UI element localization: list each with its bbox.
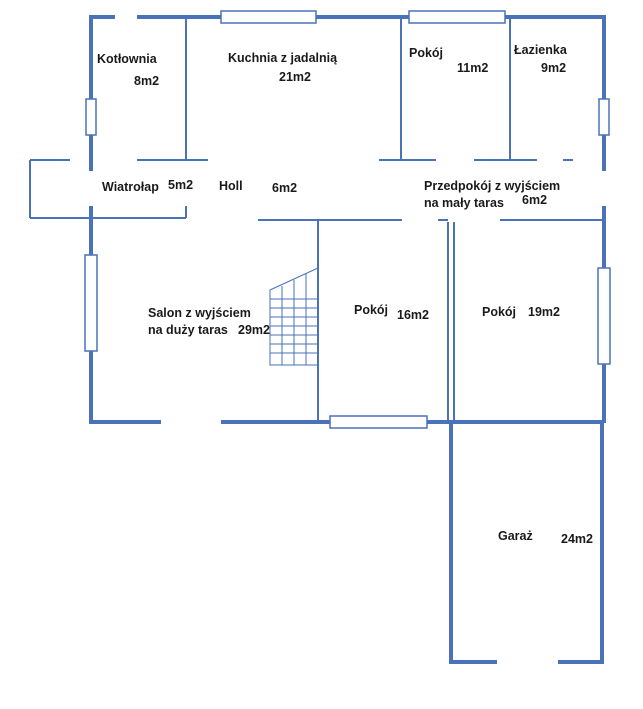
room-name-pokoj-right: Pokój [482,305,516,319]
window-top-kitchen [220,10,317,24]
room-area-pokoj-right: 19m2 [528,305,560,319]
walls [29,15,606,664]
window-right-upper [598,98,610,136]
room-area-holl: 6m2 [272,181,297,195]
room-area-pokoj-mid: 16m2 [397,308,429,322]
room-area-kotlownia: 8m2 [134,74,159,88]
room-name-wiatrolap: Wiatrołap [102,180,159,194]
room-area-salon: 29m2 [238,323,270,337]
room-area-wiatrolap: 5m2 [168,178,193,192]
room-labels: Kotłownia 8m2 Kuchnia z jadalnią 21m2 Po… [97,43,593,546]
room-name-salon-line1: Salon z wyjściem [148,306,251,320]
room-name-garaz: Garaż [498,529,533,543]
room-area-garaz: 24m2 [561,532,593,546]
room-name-kotlownia: Kotłownia [97,52,158,66]
windows [84,10,611,429]
room-name-holl: Holl [219,179,243,193]
room-name-przedpokoj-line1: Przedpokój z wyjściem [424,179,560,193]
window-right-room [597,267,611,365]
window-left-upper [85,98,97,136]
room-area-pokoj-top: 11m2 [457,61,488,75]
room-name-przedpokoj-line2: na mały taras [424,196,504,210]
room-name-kuchnia: Kuchnia z jadalnią [228,51,338,65]
room-name-salon-line2: na duży taras [148,323,228,337]
room-area-lazienka: 9m2 [541,61,566,75]
window-bottom-room [329,415,428,429]
room-name-lazienka: Łazienka [514,43,568,57]
window-top-room [408,10,506,24]
window-left-salon [84,254,98,352]
staircase [269,267,319,366]
room-name-pokoj-mid: Pokój [354,303,388,317]
room-area-kuchnia: 21m2 [279,70,311,84]
room-name-pokoj-top: Pokój [409,46,443,60]
room-area-przedpokoj: 6m2 [522,193,547,207]
